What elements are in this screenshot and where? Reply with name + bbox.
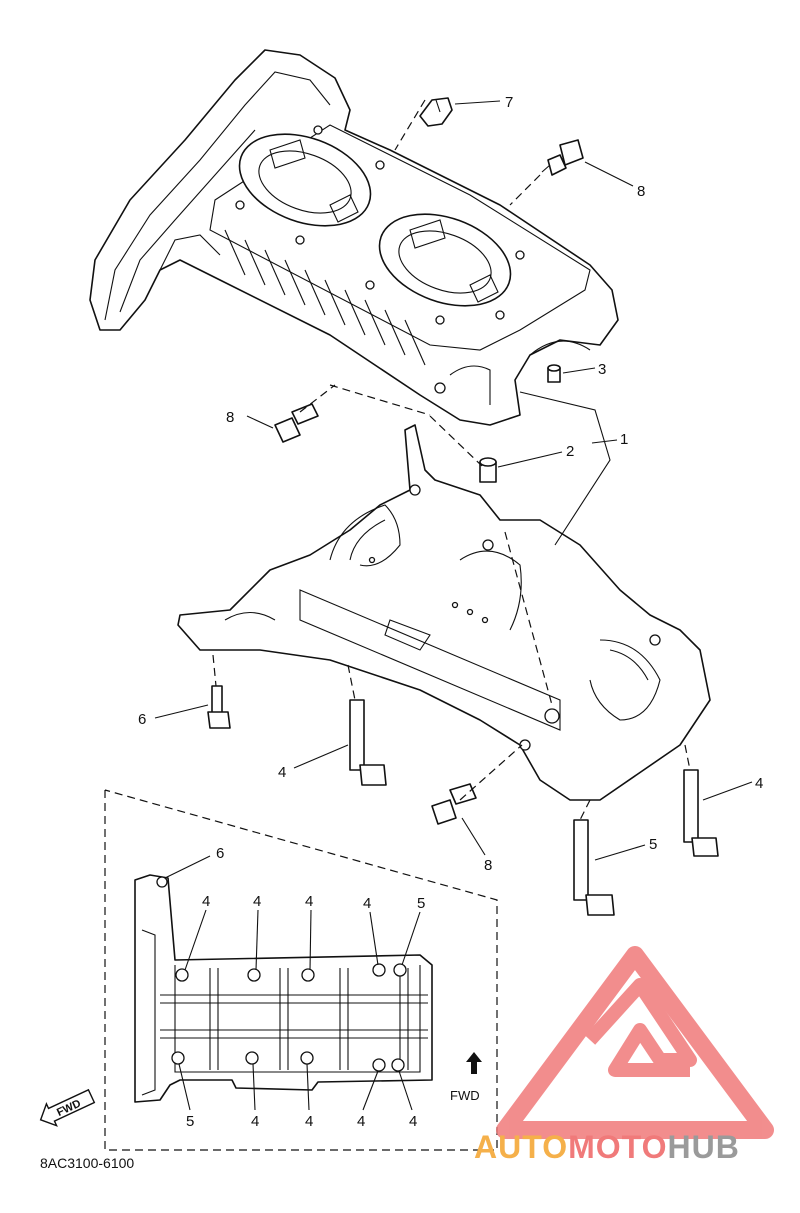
callout-1: 1 — [620, 431, 628, 448]
inset-callout-4c: 4 — [305, 893, 313, 910]
callout-numbers: 7 8 3 8 2 1 6 4 4 5 8 — [138, 94, 763, 874]
inset-callout-5b: 5 — [186, 1113, 194, 1130]
inset-callout-4h: 4 — [409, 1113, 417, 1130]
callout-4-right: 4 — [755, 775, 763, 792]
callout-8-left: 8 — [226, 409, 234, 426]
leader-lines — [154, 99, 753, 861]
plug-part-7 — [419, 97, 453, 127]
bolt-part-6 — [207, 685, 231, 729]
watermark-brand-auto: AUTO — [474, 1129, 568, 1165]
stud-part-4-right — [683, 769, 719, 857]
inset-callout-4d: 4 — [363, 895, 371, 912]
automotohub-logo-icon — [496, 946, 774, 1139]
callout-5: 5 — [649, 836, 657, 853]
fwd-diagonal-arrow-icon: FWD — [39, 1088, 96, 1127]
callout-6: 6 — [138, 711, 146, 728]
watermark-brand-moto: MOTO — [568, 1129, 667, 1165]
lower-crankcase — [177, 424, 711, 801]
upper-crankcase — [89, 49, 619, 426]
catalog-code: 8AC3100-6100 — [40, 1155, 134, 1171]
inset-callout-4e: 4 — [251, 1113, 259, 1130]
bolt-part-8-upper — [541, 139, 584, 176]
dowel-part-2 — [479, 457, 497, 483]
callout-2: 2 — [566, 443, 574, 460]
callout-3: 3 — [598, 361, 606, 378]
bolt-part-8-left — [274, 403, 319, 443]
watermark-brand-hub: HUB — [667, 1129, 739, 1165]
inset-callout-4a: 4 — [202, 893, 210, 910]
inset-callout-4g: 4 — [357, 1113, 365, 1130]
bottom-view-inset: 6 4 4 4 4 5 5 4 4 4 4 FWD FWD — [39, 789, 498, 1151]
inset-callout-6: 6 — [216, 845, 224, 862]
fwd-label: FWD — [450, 1088, 480, 1103]
bolt-part-8-lower — [431, 783, 477, 825]
dowel-part-3 — [547, 364, 561, 383]
fwd-up-arrow-icon — [466, 1052, 482, 1074]
inset-callout-4f: 4 — [305, 1113, 313, 1130]
inset-callout-4b: 4 — [253, 893, 261, 910]
inset-callout-5a: 5 — [417, 895, 425, 912]
callout-8-upper: 8 — [637, 183, 645, 200]
callout-7: 7 — [505, 94, 513, 111]
watermark-brand: AUTOMOTOHUB — [474, 1129, 740, 1165]
stud-part-4-center — [349, 699, 387, 786]
stud-part-5 — [573, 819, 615, 916]
callout-4-center: 4 — [278, 764, 286, 781]
fwd-arrow-text: FWD — [55, 1098, 83, 1119]
callout-8-lower: 8 — [484, 857, 492, 874]
